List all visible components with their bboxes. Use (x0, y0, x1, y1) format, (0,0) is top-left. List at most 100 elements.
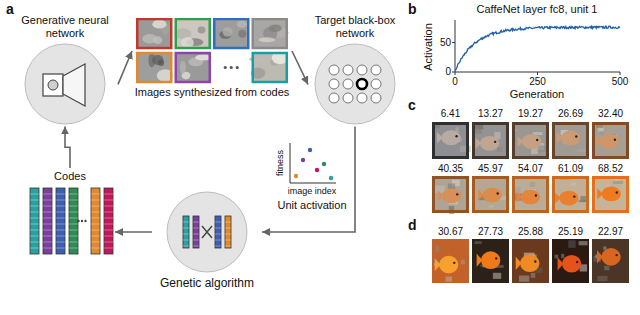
fish-body (480, 136, 499, 151)
code-segment (43, 236, 52, 237)
node-picture (308, 42, 402, 126)
code-segment (225, 222, 231, 223)
node-circle (167, 192, 247, 272)
code-segment (193, 246, 199, 247)
image-ground (552, 122, 589, 159)
network-unit (329, 65, 339, 75)
image-ground (472, 122, 509, 159)
node-label: Genetic algorithm (152, 274, 262, 292)
fitness-dot (315, 168, 319, 172)
code-segment (91, 200, 100, 201)
code-segment (30, 230, 39, 231)
fish-eye (494, 141, 496, 143)
code-segment (56, 218, 65, 219)
fish-eye (616, 191, 618, 193)
image-blob (158, 60, 164, 66)
code-segment (56, 206, 65, 207)
image-ground (137, 19, 171, 48)
image-frame (176, 53, 210, 82)
node-picture (132, 18, 292, 84)
code-segment (225, 240, 231, 241)
image-ground (592, 176, 629, 213)
image-texture (435, 246, 439, 253)
code-bar (193, 216, 199, 248)
code-segment (43, 206, 52, 207)
fish-eye (453, 262, 455, 264)
code-bar (43, 188, 52, 254)
code-segment (69, 206, 78, 207)
code-segment (193, 228, 199, 229)
code-segment (69, 212, 78, 213)
image-frame (594, 124, 628, 158)
fish-body (601, 248, 620, 266)
code-segment (43, 248, 52, 249)
fish-body (481, 251, 500, 269)
code-segment (91, 242, 100, 243)
code-segment (104, 230, 113, 231)
fish-body (559, 191, 578, 206)
code-vector (104, 188, 113, 254)
network-unit (329, 93, 339, 103)
node-label: Images synthesized from codes (132, 84, 292, 101)
image-frame (514, 124, 548, 158)
image-texture (561, 254, 564, 258)
image-texture (493, 273, 501, 279)
fish-body (441, 130, 460, 145)
image-blob (180, 61, 186, 74)
code-segment (30, 206, 39, 207)
network-circle: Generative neural network (12, 12, 118, 126)
image-frame (434, 124, 468, 158)
tick-label: 0 (452, 76, 458, 87)
code-vector (43, 188, 52, 254)
code-segment (69, 224, 78, 225)
code-segment (43, 194, 52, 195)
image-texture (579, 241, 588, 245)
code-vector (69, 188, 78, 254)
fish-eye (576, 261, 578, 263)
code-segment (69, 230, 78, 231)
tick-mark (455, 72, 456, 75)
image-texture (435, 186, 445, 193)
code-segment (91, 224, 100, 225)
evolved-image (592, 239, 629, 283)
image-ground (432, 176, 469, 213)
axis-label: Generation (510, 88, 564, 100)
axis-label: Activation (422, 23, 434, 71)
fish-body (600, 134, 619, 149)
code-segment (56, 236, 65, 237)
code-segment (56, 200, 65, 201)
code-segment (225, 234, 231, 235)
image-frame (554, 178, 588, 212)
activation-value: 68.52 (598, 163, 623, 174)
synth-image (137, 19, 171, 48)
evolved-image (592, 122, 629, 159)
code-segment (104, 206, 113, 207)
code-segment (56, 224, 65, 225)
tick-label: 0 (445, 66, 451, 77)
code-segment (43, 224, 52, 225)
network-unit (371, 93, 381, 103)
image-frame (474, 124, 508, 158)
code-segment (30, 194, 39, 195)
image-ground (512, 176, 549, 213)
activation-value: 40.35 (438, 163, 463, 174)
image-ground (214, 19, 248, 48)
network-unit (343, 79, 353, 89)
node-picture (25, 185, 115, 257)
image-blob (223, 27, 233, 36)
fish-body (439, 256, 458, 274)
image-texture (571, 183, 576, 186)
image-texture (497, 147, 503, 152)
code-segment (43, 230, 52, 231)
code-segment (215, 240, 221, 241)
evolved-image (512, 176, 549, 213)
image-frame (253, 53, 287, 82)
evolved-image (552, 176, 589, 213)
code-segment (183, 240, 189, 241)
code-segment (56, 248, 65, 249)
code-segment (215, 228, 221, 229)
image-ground (432, 122, 469, 159)
activation-value: 19.27 (518, 108, 543, 119)
axis-label: fitness (276, 150, 286, 176)
